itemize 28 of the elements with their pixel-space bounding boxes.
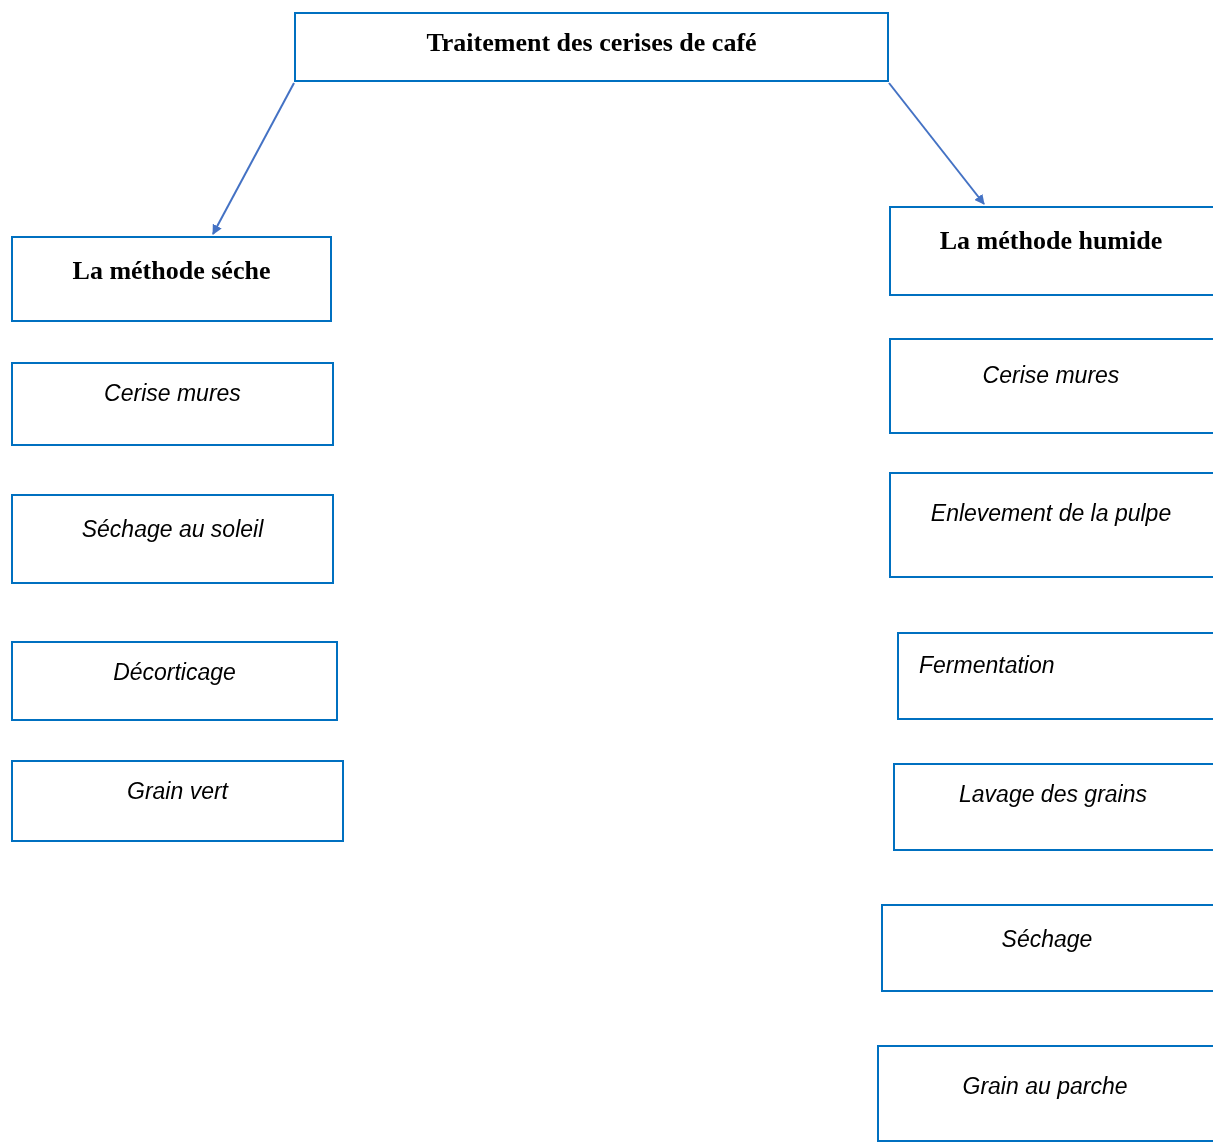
step-box [877,1045,1213,1142]
box-label: Cerise mures [104,380,241,407]
box-label: La méthode séche [72,256,271,286]
box-label: Cerise mures [982,362,1120,389]
step-box [11,494,334,584]
box-label: Séchage [1001,926,1093,953]
step-box [889,338,1213,434]
box-label: Fermentation [919,652,1055,679]
step-box [11,641,338,721]
heading-box [889,206,1213,296]
step-box [889,472,1213,578]
arrow [212,82,295,235]
step-box [11,760,344,842]
box-label: Grain au parche [962,1073,1128,1100]
box-label: Grain vert [127,778,228,805]
box-label: La méthode humide [939,226,1163,256]
box-label: Enlevement de la pulpe [930,500,1172,527]
box-label: Décorticage [113,659,236,686]
heading-box [294,12,889,82]
step-box [897,632,1213,720]
box-label: Traitement des cerises de café [426,28,757,58]
heading-box [11,236,332,322]
step-box [881,904,1213,992]
step-box [893,763,1213,851]
step-box [11,362,334,446]
arrow [888,82,985,205]
box-label: Séchage au soleil [81,516,264,543]
box-label: Lavage des grains [959,781,1147,808]
